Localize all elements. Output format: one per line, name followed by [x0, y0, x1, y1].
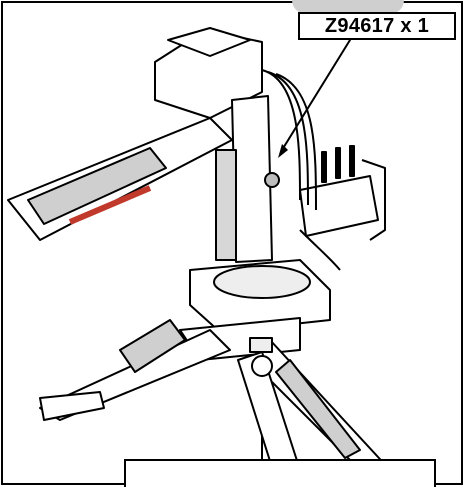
left-leg-cylinder — [119, 319, 186, 373]
serial-plate — [249, 337, 273, 353]
top-leader-arrow — [278, 144, 288, 158]
hydraulic-hose — [299, 229, 341, 271]
top-leader-line — [281, 39, 351, 151]
boom-decal — [68, 185, 152, 225]
hydraulic-hose — [275, 73, 317, 211]
bottom-callout-box — [124, 459, 436, 487]
part-number-label: Z94617 x 1 — [298, 12, 456, 40]
head-top-plate — [167, 27, 251, 57]
hydraulic-hose — [261, 69, 301, 201]
slew-cylinder — [215, 149, 237, 261]
valve-guard-rail — [361, 159, 386, 241]
right-leg-cylinder — [275, 359, 361, 459]
hydraulic-hose — [267, 71, 309, 206]
mast-rivet — [264, 172, 280, 188]
turntable-ring — [213, 265, 311, 299]
control-valve-bank — [299, 175, 379, 237]
pivot-pin — [251, 355, 273, 377]
control-lever — [349, 145, 355, 177]
control-lever — [321, 151, 327, 183]
page-tab — [292, 0, 404, 14]
left-foot-pad — [39, 391, 105, 421]
boom-cylinder — [27, 147, 167, 225]
control-lever — [335, 147, 341, 179]
